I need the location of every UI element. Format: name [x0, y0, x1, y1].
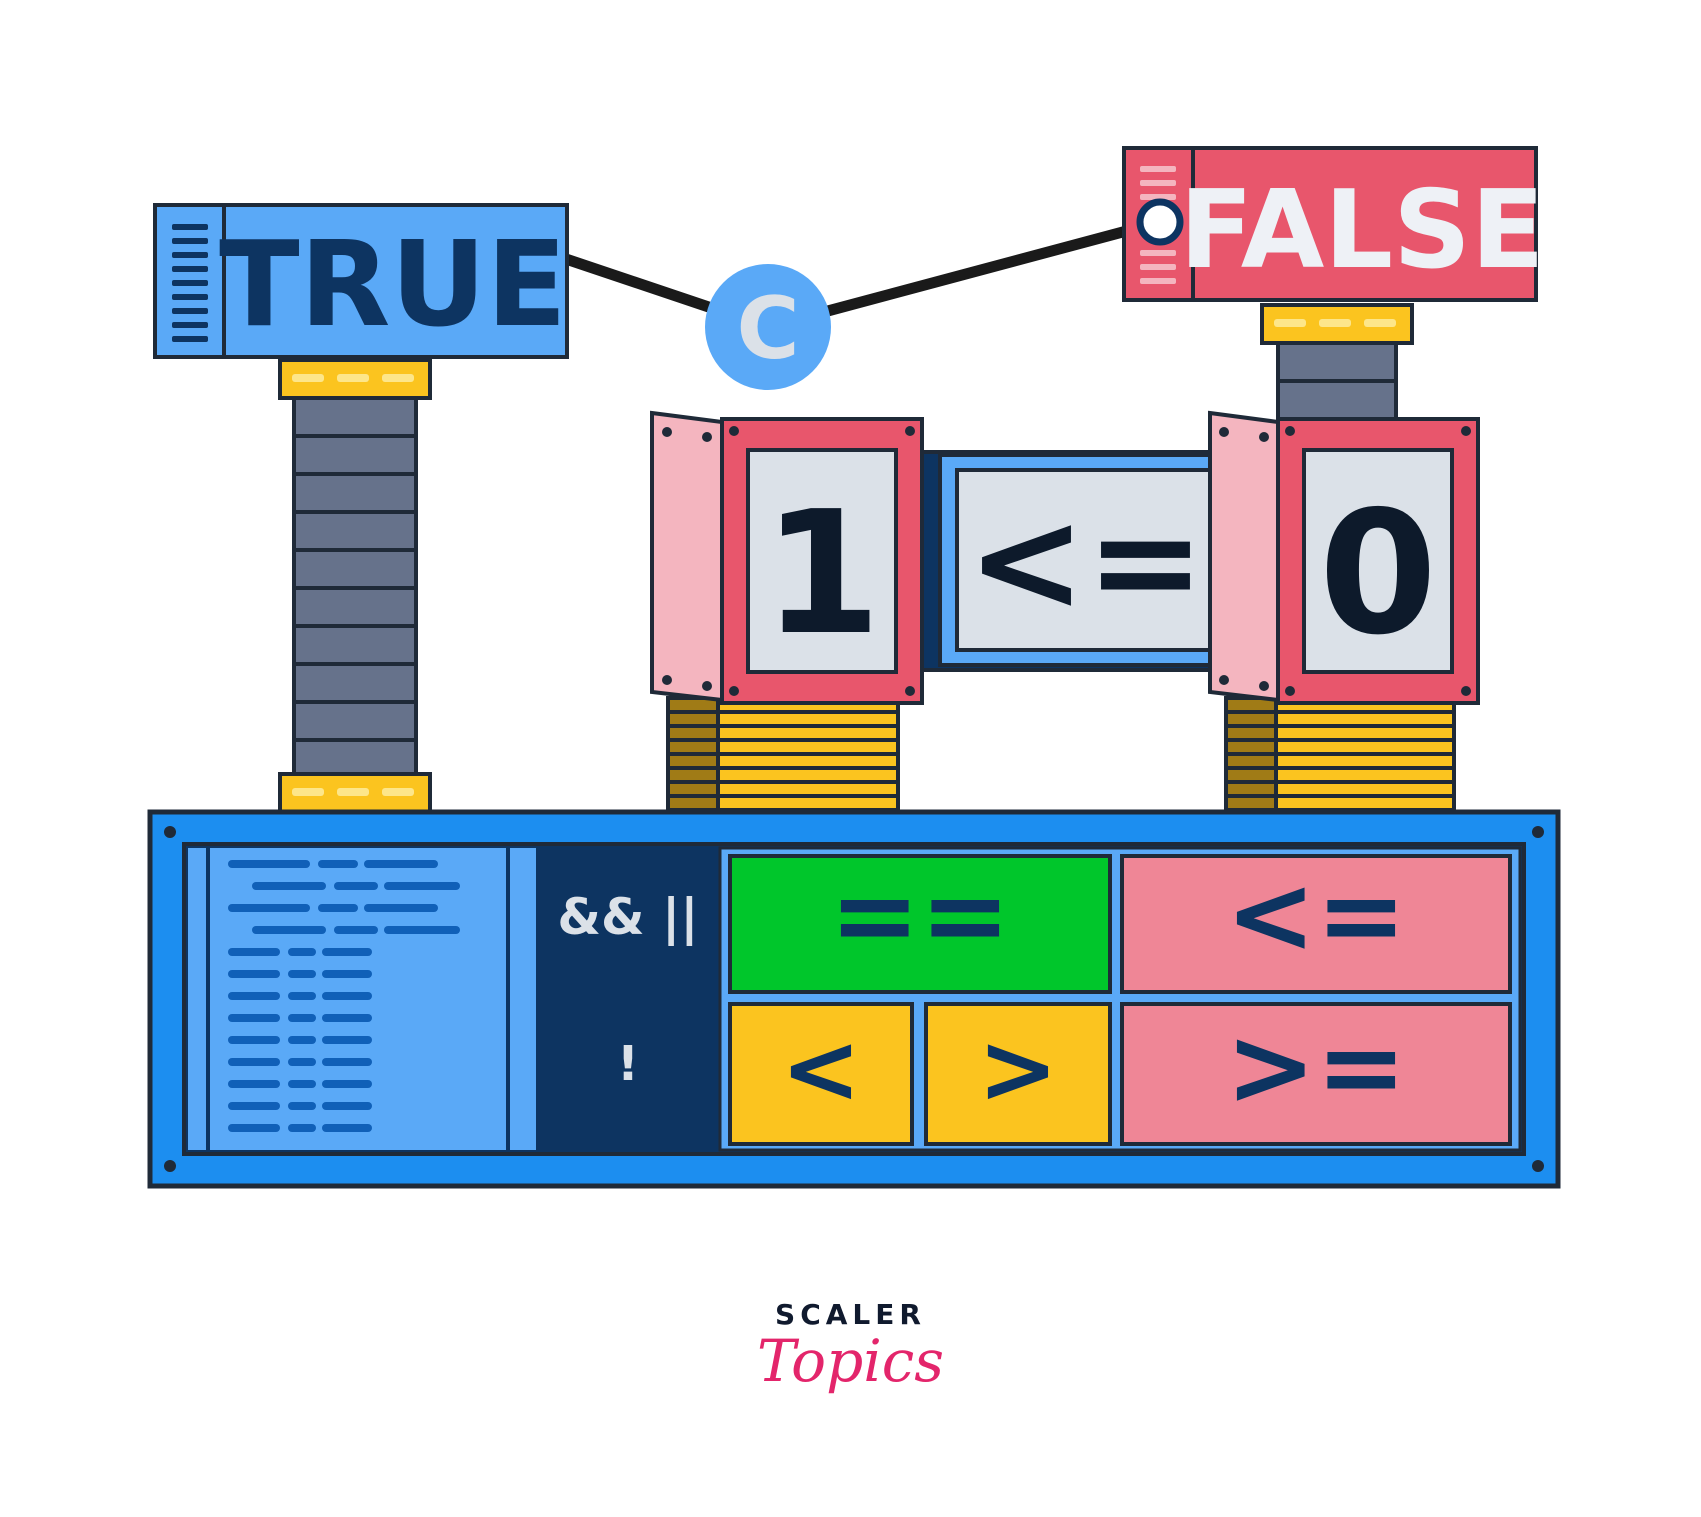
not-operator-label: !	[617, 1036, 639, 1092]
greater-equal-operator-label: >=	[1226, 1005, 1407, 1130]
c-language-badge: C	[705, 264, 831, 390]
right-operand-value: 0	[1319, 475, 1437, 673]
right-spring	[1224, 696, 1456, 812]
less-equal-operator-label: <=	[1226, 853, 1407, 978]
code-listing-icon	[188, 848, 536, 1150]
right-operand-box: 0	[1208, 410, 1480, 705]
false-column	[1260, 303, 1414, 425]
false-label: FALSE	[1179, 168, 1544, 293]
left-operand-box: 1	[650, 410, 924, 705]
brand-tagline: Topics	[756, 1327, 945, 1395]
brand-name: SCALER	[775, 1298, 926, 1331]
operator-value: <=	[967, 479, 1205, 644]
left-spring	[666, 696, 900, 812]
brand-logo: SCALER Topics	[0, 1298, 1701, 1393]
false-sign-connector-icon	[1136, 198, 1184, 246]
false-sign-vent-icon	[1140, 166, 1176, 284]
greater-operator-label: >	[978, 1013, 1058, 1125]
true-sign-vent-icon	[172, 224, 208, 342]
left-operand-value: 1	[763, 475, 881, 673]
false-sign: FALSE	[1122, 146, 1545, 302]
connector-wire	[564, 216, 1162, 333]
c-badge-label: C	[736, 279, 799, 379]
operator-display: <=	[938, 453, 1264, 667]
tile-greater-equal: >=	[1120, 1002, 1512, 1146]
tile-greater: >	[924, 1002, 1112, 1146]
tile-less-equal: <=	[1120, 853, 1512, 994]
operator-panel: && || ! == <= < > >=	[147, 809, 1561, 1189]
equal-operator-label: ==	[830, 853, 1011, 978]
true-column	[278, 358, 432, 814]
logical-operators-column: && || !	[540, 848, 716, 1150]
true-label: TRUE	[219, 215, 567, 353]
tile-less: <	[728, 1002, 914, 1146]
less-operator-label: <	[781, 1013, 861, 1125]
true-sign: TRUE	[153, 203, 569, 359]
logical-operators-label: && ||	[557, 888, 698, 946]
tile-equal: ==	[728, 853, 1112, 994]
